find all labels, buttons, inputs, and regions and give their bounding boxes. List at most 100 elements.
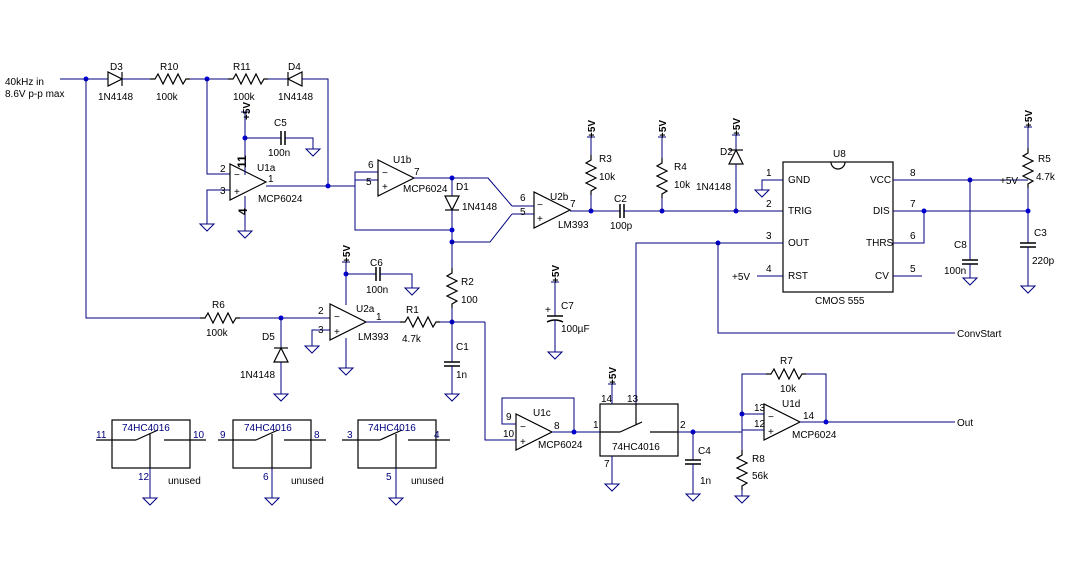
r5-supply: +5V	[1024, 110, 1035, 128]
opamp-u1b: −+ 6 5 7 U1b MCP6024	[354, 155, 513, 231]
switch-main-pin13: 13	[627, 394, 639, 405]
diode-d3: D3 1N4148	[98, 62, 150, 103]
convstart-net: ConvStart	[635, 240, 1002, 404]
c2-ref: C2	[614, 194, 627, 205]
c7-supply: +5V	[551, 265, 562, 283]
svg-text:−: −	[382, 168, 388, 179]
c4-ref: C4	[698, 446, 711, 457]
u2a-pin-out: 1	[376, 312, 382, 323]
c7-ref: C7	[561, 301, 574, 312]
u2a-supply: +5V	[342, 245, 353, 263]
diode-d5: D5 1N4148	[240, 318, 289, 402]
u2b-pin-inv: 6	[520, 193, 526, 204]
c4-value: 1n	[700, 476, 711, 487]
capacitor-c4: C4 1n	[684, 429, 711, 502]
u8-value: CMOS 555	[815, 296, 865, 307]
opamp-u1c: −+ 9 10 8 U1c MCP6024	[484, 322, 600, 451]
switch-unused-2-pin8: 8	[314, 430, 320, 441]
switch-main-pin7: 7	[604, 459, 610, 470]
u1d-pin-inv: 13	[754, 403, 766, 414]
c1-ref: C1	[456, 342, 469, 353]
switch-unused-1-pin11: 11	[96, 430, 107, 441]
svg-text:−: −	[334, 312, 340, 323]
svg-text:+: +	[382, 182, 388, 193]
r10-ref: R10	[160, 62, 179, 73]
analog-switch-unused-3: 74HC4016 3 4 5 unused	[342, 419, 450, 506]
u2a-ref: U2a	[356, 304, 375, 315]
r3-ref: R3	[599, 154, 612, 165]
u2b-value: LM393	[558, 220, 589, 231]
input-label-line2: 8.6V p-p max	[5, 89, 64, 100]
r3-supply: +5V	[587, 120, 598, 138]
u1a-ref: U1a	[257, 163, 276, 174]
u1d-pin-noninv: 12	[754, 419, 766, 430]
r5-ref: R5	[1038, 154, 1051, 165]
u1a-pin-noninv: 3	[220, 186, 226, 197]
input-label-line1: 40kHz in	[5, 77, 44, 88]
diode-d2: +5V D2 1N4148	[696, 118, 744, 211]
d3-value: 1N4148	[98, 92, 133, 103]
c6-value: 100n	[366, 285, 388, 296]
u1c-value: MCP6024	[538, 440, 583, 451]
diode-d4: D4 1N4148	[278, 62, 329, 186]
c1-value: 1n	[456, 370, 467, 381]
out-label: Out	[957, 418, 973, 429]
svg-text:+: +	[545, 305, 551, 316]
u2b-pin-out: 7	[570, 199, 576, 210]
u8-pin-rst: RST	[788, 271, 808, 282]
capacitor-c7: +5V + C7 100µF	[545, 265, 590, 360]
switch-unused-1-note: unused	[168, 476, 201, 487]
opamp-u1d: −+ 13 12 14 U1d MCP6024 Out	[739, 373, 973, 441]
r1-ref: R1	[406, 305, 419, 316]
u1c-pin-noninv: 10	[503, 429, 515, 440]
r6-value: 100k	[206, 328, 229, 339]
u1a-pin-vss: 4	[236, 208, 250, 215]
r4-supply: +5V	[658, 120, 669, 138]
resistor-r2: R2 100	[446, 242, 478, 322]
r10-value: 100k	[156, 92, 179, 103]
switch-unused-3-pin3: 3	[347, 430, 353, 441]
switch-main-pin14: 14	[601, 394, 613, 405]
c2-value: 100p	[610, 221, 633, 232]
u8-pin-gnd: GND	[788, 175, 810, 186]
u8-pin5: 5	[910, 264, 916, 275]
u8-pin3: 3	[766, 231, 772, 242]
d1-ref: D1	[456, 182, 469, 193]
u8-pin1: 1	[766, 168, 772, 179]
switch-main-value: 74HC4016	[612, 442, 660, 453]
capacitor-c6: +5V C6 100n	[341, 245, 420, 305]
r11-value: 100k	[233, 92, 256, 103]
ic-u8-555: U8 CMOS 555 +5V 1 GND 2 TRIG 3 OUT 4 RST…	[715, 149, 1028, 307]
r5-value: 4.7k	[1036, 172, 1056, 183]
u8-pin-trig: TRIG	[788, 206, 812, 217]
u8-pin-vcc: VCC	[870, 175, 891, 186]
switch-supply: +5V	[608, 367, 619, 385]
c5-ref: C5	[274, 118, 287, 129]
d1-value: 1N4148	[462, 202, 497, 213]
switch-unused-2-value: 74HC4016	[244, 423, 292, 434]
input-wiring	[60, 76, 200, 319]
switch-unused-3-pin5: 5	[386, 472, 392, 483]
u1b-pin-noninv: 5	[366, 177, 372, 188]
svg-text:−: −	[520, 422, 526, 433]
svg-text:+: +	[537, 214, 543, 225]
u1d-ref: U1d	[782, 399, 800, 410]
u8-pin-out: OUT	[788, 238, 809, 249]
u8-pin7: 7	[910, 199, 916, 210]
u1c-ref: U1c	[533, 408, 551, 419]
switch-unused-1-pin10: 10	[193, 430, 205, 441]
resistor-r4: +5V R4 10k	[656, 120, 691, 211]
d5-ref: D5	[262, 332, 275, 343]
resistor-r3: +5V R3 10k	[585, 120, 616, 211]
r8-ref: R8	[752, 454, 765, 465]
switch-unused-1-value: 74HC4016	[122, 423, 170, 434]
comparator-u2a: −+ 2 3 1 U2a LM393	[304, 303, 400, 376]
analog-switch-unused-1: 74HC4016 11 10 12 unused	[96, 419, 206, 506]
capacitor-c8: C8 100n +5V	[944, 176, 1018, 286]
u1a-value: MCP6024	[258, 194, 303, 205]
r4-value: 10k	[674, 180, 691, 191]
switch-unused-2-note: unused	[291, 476, 324, 487]
c8-ref: C8	[954, 240, 967, 251]
r11-ref: R11	[233, 62, 251, 73]
